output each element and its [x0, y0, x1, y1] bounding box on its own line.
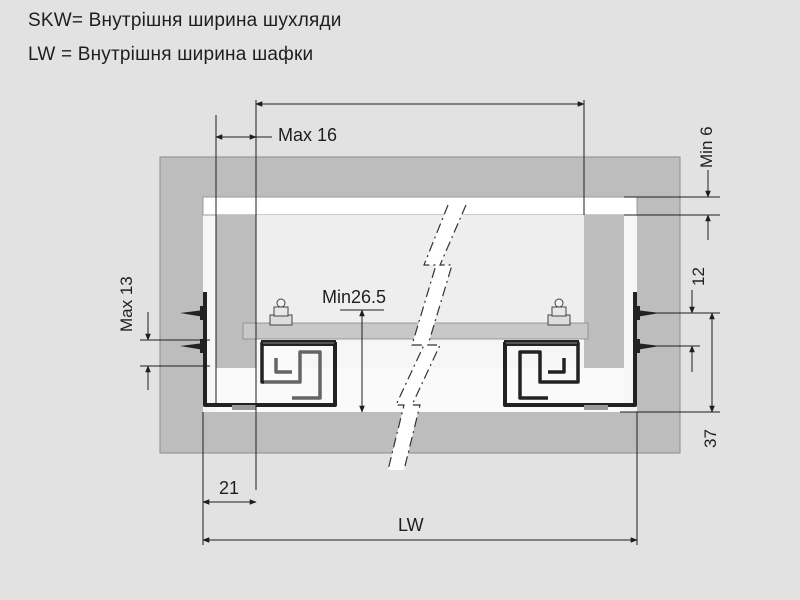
drawer	[202, 196, 638, 412]
label-min26-5: Min26.5	[322, 287, 386, 307]
dimension-lines	[140, 100, 720, 545]
locking-clip-left	[269, 298, 293, 326]
legend-skw: SKW= Внутрішня ширина шухляди	[28, 10, 342, 31]
label-37: 37	[701, 429, 720, 448]
label-min6: Min 6	[697, 126, 716, 168]
runner-left-fill	[264, 343, 333, 400]
label-max13: Max 13	[117, 276, 136, 332]
legend-lw: LW = Внутрішня ширина шафки	[28, 44, 314, 65]
screws	[180, 306, 660, 353]
label-max16: Max 16	[278, 125, 337, 145]
locking-clip-right	[547, 298, 571, 326]
runner-frames	[261, 340, 579, 346]
label-12: 12	[689, 267, 708, 286]
label-21: 21	[219, 478, 239, 498]
label-lw: LW	[398, 515, 424, 535]
break-line	[387, 204, 467, 471]
